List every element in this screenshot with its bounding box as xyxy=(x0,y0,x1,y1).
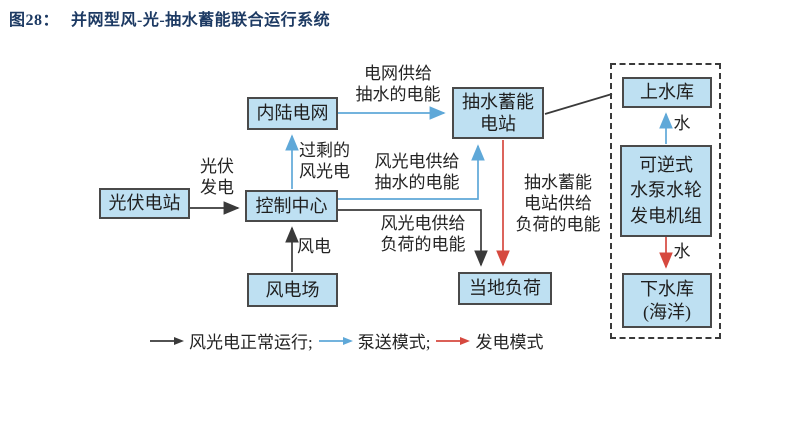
figure-number: 图28： xyxy=(9,12,60,29)
node-upper-reservoir: 上水库 xyxy=(622,77,712,108)
node-inland-grid: 内陆电网 xyxy=(247,97,338,130)
node-control-center: 控制中心 xyxy=(245,190,338,222)
label-grid-energy-for-pumping: 电网供给 抽水的电能 xyxy=(355,64,441,104)
node-lower-reservoir: 下水库 (海洋) xyxy=(622,273,712,328)
label-water-up: 水 xyxy=(673,114,691,133)
legend: 风光电正常运行; 泵送模式; 发电模式 xyxy=(149,328,543,353)
flow-control-to-psh-arrow xyxy=(338,144,485,200)
node-reversible-pump-turbine-unit: 可逆式 水泵水轮 发电机组 xyxy=(620,145,712,237)
node-local-load: 当地负荷 xyxy=(458,272,552,305)
node-wind-farm: 风电场 xyxy=(247,273,338,307)
pumped-storage-plant-boundary xyxy=(610,63,721,339)
legend-item-pumping: 泵送模式; xyxy=(318,328,431,353)
figure-title: 图28： 并网型风-光-抽水蓄能联合运行系统 xyxy=(9,6,330,30)
flow-control-to-load-arrow xyxy=(338,209,488,267)
black-arrow-icon xyxy=(150,336,184,345)
blue-arrow-icon xyxy=(318,336,353,345)
legend-label-normal: 风光电正常运行; xyxy=(189,333,313,352)
label-wind-solar-energy-for-load: 风光电供给 负荷的电能 xyxy=(380,214,466,254)
label-pv-generation: 光伏 发电 xyxy=(200,157,234,197)
legend-item-normal: 风光电正常运行; xyxy=(149,328,313,353)
connector-psh-to-reservoir-line xyxy=(544,93,613,115)
node-pumped-storage-station: 抽水蓄能 电站 xyxy=(452,87,544,139)
label-psh-energy-for-load: 抽水蓄能 电站供给 负荷的电能 xyxy=(515,173,601,234)
label-surplus-wind-solar: 过剩的 风光电 xyxy=(299,141,350,181)
figure-title-text: 并网型风-光-抽水蓄能联合运行系统 xyxy=(71,12,331,29)
legend-item-generation: 发电模式 xyxy=(435,328,543,353)
red-arrow-icon xyxy=(436,336,471,345)
node-pv-station: 光伏电站 xyxy=(99,188,190,219)
label-wind-solar-energy-for-pumping: 风光电供给 抽水的电能 xyxy=(374,152,460,192)
legend-label-generation: 发电模式 xyxy=(475,333,544,352)
legend-label-pumping: 泵送模式; xyxy=(357,333,431,352)
label-wind-power: 风电 xyxy=(297,237,331,256)
label-water-down: 水 xyxy=(673,242,691,261)
